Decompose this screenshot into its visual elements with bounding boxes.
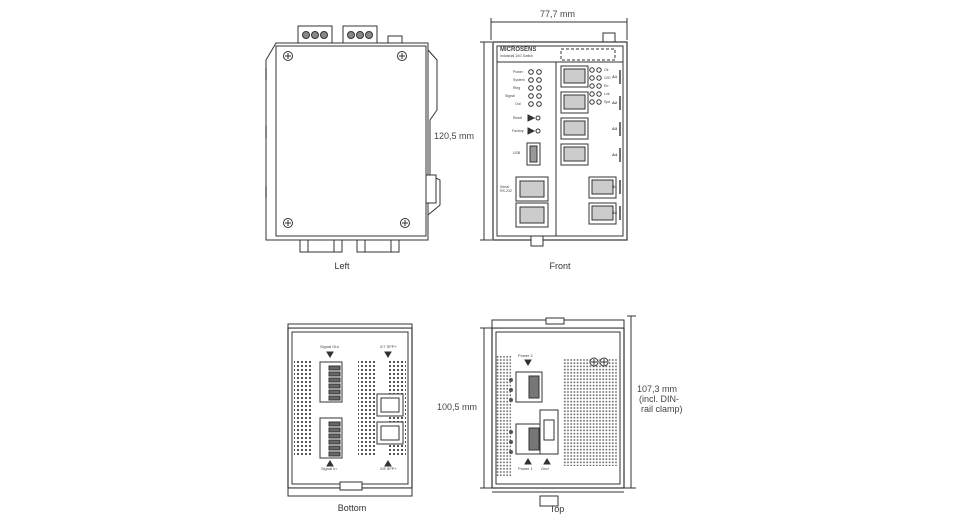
led-label-err: Err bbox=[604, 84, 609, 88]
dimension-front-width: 77,7 mm bbox=[540, 9, 576, 19]
caption-bottom: Bottom bbox=[337, 503, 367, 513]
power1-label: Power 1 bbox=[518, 466, 533, 471]
port-label-a3: A3 bbox=[612, 126, 618, 131]
front-model-label: Industrial 10G Switch bbox=[500, 54, 534, 58]
top-view bbox=[480, 315, 636, 507]
led-label-system: System bbox=[513, 78, 525, 82]
port-label-a2: A2 bbox=[612, 100, 618, 105]
sfp-bottom-label: 2/8 SFP+ bbox=[380, 466, 397, 471]
dimension-top-depth: 100,5 mm bbox=[437, 402, 478, 412]
port-label-b2: B2 bbox=[612, 210, 618, 215]
port-label-a1: A1 bbox=[612, 74, 618, 79]
caption-front: Front bbox=[549, 261, 571, 271]
caption-top: Top bbox=[549, 504, 565, 514]
led-label-ok: Ok bbox=[604, 68, 609, 72]
led-label-out: Out bbox=[515, 102, 521, 106]
sfp-top-label: 2/7 SFP+ bbox=[380, 344, 397, 349]
left-view bbox=[265, 25, 441, 253]
usb-label: USB bbox=[513, 151, 521, 155]
factory-label: Factory bbox=[512, 129, 524, 133]
signal-out-label: Signal Out bbox=[320, 344, 339, 349]
front-brand-logo: MICROSENS bbox=[500, 47, 537, 53]
led-label-ring: Ring bbox=[513, 86, 521, 90]
caption-left: Left bbox=[334, 261, 350, 271]
led-label-signal: Signal bbox=[505, 94, 515, 98]
led-label-power: Power bbox=[513, 70, 523, 74]
gnd-label: Gnd bbox=[541, 466, 549, 471]
port-label-a4: A4 bbox=[612, 152, 618, 157]
signal-in-label: Signal In bbox=[321, 466, 337, 471]
port-label-b1: B1 bbox=[612, 184, 618, 189]
led-label-spd: Spd bbox=[604, 100, 611, 104]
reset-label: Reset bbox=[513, 116, 523, 120]
serial-label: Serial RS-232 bbox=[500, 185, 512, 193]
dimension-clamp-depth-1: 107,3 mm bbox=[637, 384, 678, 394]
power2-label: Power 2 bbox=[518, 353, 533, 358]
dimension-front-height: 120,5 mm bbox=[434, 131, 475, 141]
bottom-view bbox=[287, 323, 413, 497]
dimension-clamp-depth-3: rail clamp) bbox=[641, 404, 683, 414]
dimension-clamp-depth-2: (incl. DIN- bbox=[639, 394, 679, 404]
front-view bbox=[480, 18, 628, 247]
led-label-10g: 10G bbox=[604, 76, 611, 80]
led-label-lnk: Lnk bbox=[604, 92, 610, 96]
